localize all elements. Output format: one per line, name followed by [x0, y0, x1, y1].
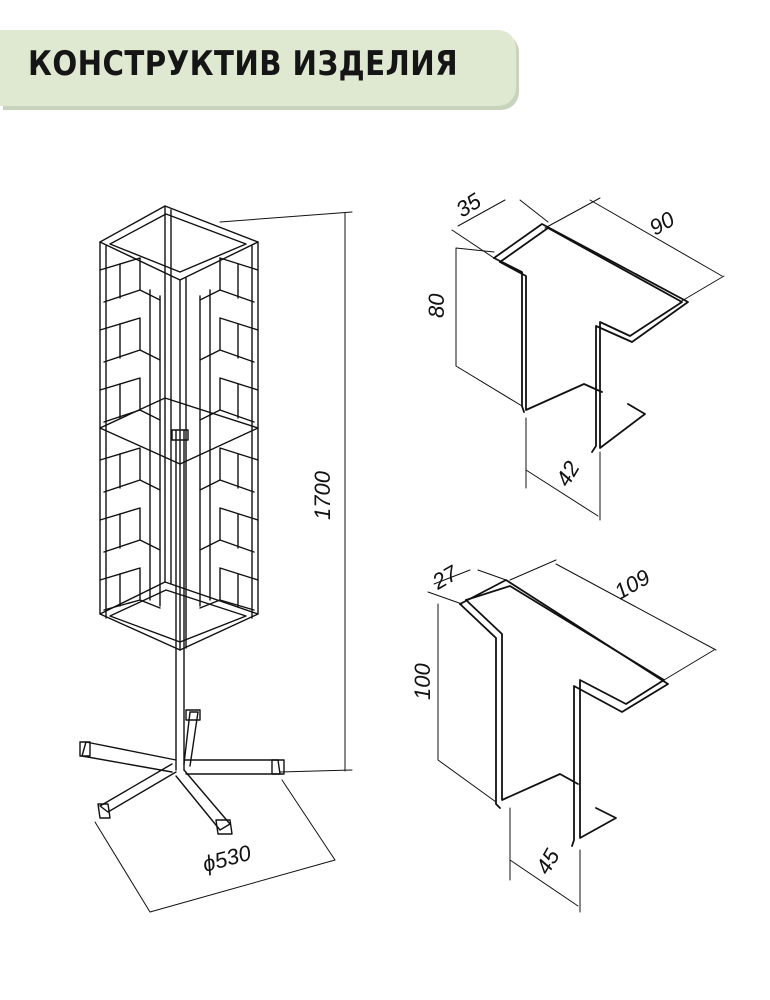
hook-large-dimensions: [427, 559, 717, 913]
hook-large-height-label: 100: [410, 663, 435, 700]
stand-diameter-dimension: [94, 779, 336, 913]
hook-small-height-label: 80: [424, 293, 449, 318]
hook-large-drawing: [459, 579, 669, 847]
hook-small-dimensions: [451, 197, 725, 521]
hook-large-tip-label: 45: [531, 844, 565, 878]
hook-small-depth-label: 35: [451, 188, 486, 223]
hook-large-depth-label: 27: [427, 560, 462, 595]
stand-diameter-label: ϕ530: [200, 840, 254, 877]
hook-small-tip-label: 42: [551, 457, 585, 491]
hook-large-length-label: 109: [610, 564, 654, 604]
stand-height-label: 1700: [310, 470, 335, 520]
header-banner: КОНСТРУКТИВ ИЗДЕЛИЯ: [0, 30, 516, 106]
stand-height-dimension: [219, 211, 353, 773]
stand-drawing: [79, 205, 285, 835]
page-title: КОНСТРУКТИВ ИЗДЕЛИЯ: [28, 44, 459, 84]
hook-small-drawing: [493, 223, 689, 453]
